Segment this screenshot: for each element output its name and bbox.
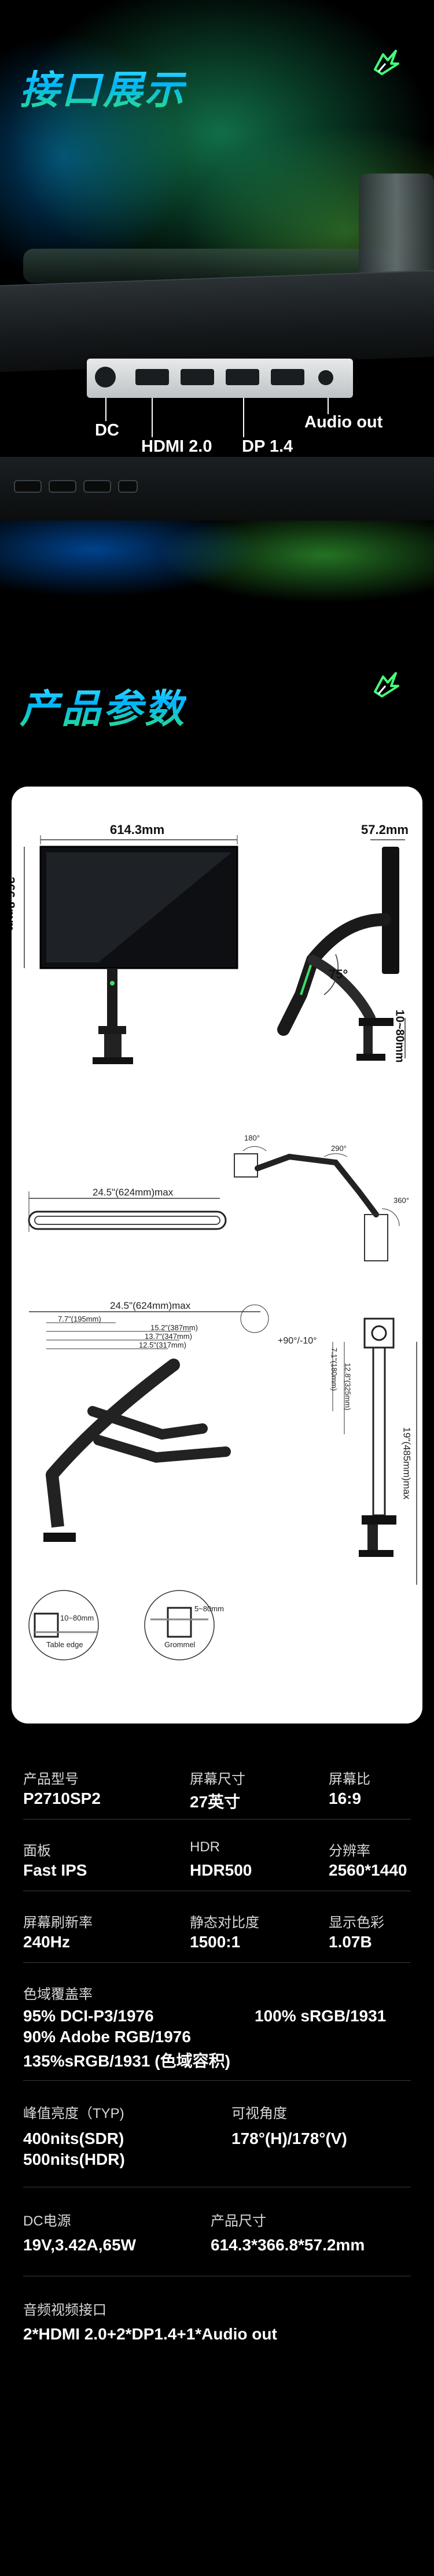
dp-callout bbox=[243, 398, 244, 437]
spec-row-2: 面板 Fast IPS HDR HDR500 分辨率 2560*1440 bbox=[23, 1828, 411, 1891]
hdmi-callout bbox=[152, 398, 153, 437]
spec-value-gamut-srgb: 100% sRGB/1931 bbox=[255, 2007, 387, 2025]
audio-callout bbox=[328, 398, 329, 414]
spec-row-gamut: 色域覆盖率 95% DCI-P3/1976 90% Adobe RGB/1976… bbox=[23, 1971, 411, 2081]
spec-label-size: 产品尺寸 bbox=[211, 2213, 266, 2229]
hdmi-port-2 bbox=[181, 369, 214, 385]
spec-value-io: 2*HDMI 2.0+2*DP1.4+1*Audio out bbox=[23, 2325, 277, 2343]
spec-value-brightness-hdr: 500nits(HDR) bbox=[23, 2150, 125, 2168]
spec-value-screen-size: 27英寸 bbox=[190, 1793, 241, 1811]
spec-row-brightness: 峰值亮度（TYP) 400nits(SDR) 500nits(HDR) 可视角度… bbox=[23, 2089, 411, 2187]
spec-label-contrast: 静态对比度 bbox=[190, 1915, 259, 1931]
monitor-button-3 bbox=[83, 480, 111, 493]
hdmi-label: HDMI 2.0 bbox=[141, 437, 212, 456]
height-128-label: 12.8"(325mm) bbox=[343, 1363, 352, 1411]
spec-value-power: 19V,3.42A,65W bbox=[23, 2236, 137, 2254]
tilt-angle-label: 75° bbox=[329, 967, 348, 981]
reach-mid-label: 24.5"(624mm)max bbox=[110, 1300, 191, 1311]
dp-port-1 bbox=[226, 369, 259, 385]
spec-label-panel: 面板 bbox=[23, 1843, 51, 1859]
spec-row-1: 产品型号 P2710SP2 屏幕尺寸 27英寸 屏幕比 16:9 bbox=[23, 1756, 411, 1820]
rotate-180-label: 180° bbox=[244, 1134, 260, 1142]
params-heading: 产品参数 bbox=[20, 677, 186, 734]
spec-value-gamut-adobe: 90% Adobe RGB/1976 bbox=[23, 2028, 191, 2046]
hdmi-port-1 bbox=[135, 369, 169, 385]
spec-label-screen-size: 屏幕尺寸 bbox=[190, 1772, 245, 1787]
spec-label-color: 显示色彩 bbox=[329, 1915, 384, 1931]
spec-value-gamut-volume: 135%sRGB/1931 (色域容积) bbox=[23, 2052, 230, 2070]
dc-label: DC bbox=[95, 421, 119, 440]
dp-port-2 bbox=[271, 369, 304, 385]
grommet-label: Grommel bbox=[164, 1640, 196, 1649]
spec-value-refresh: 240Hz bbox=[23, 1933, 70, 1951]
spec-label-gamut: 色域覆盖率 bbox=[23, 1987, 93, 2002]
port-panel bbox=[87, 359, 353, 398]
dim-137-label: 13.7"(347mm) bbox=[145, 1332, 192, 1341]
spec-value-aspect: 16:9 bbox=[329, 1789, 362, 1807]
brand-logo-icon bbox=[374, 672, 399, 697]
specs-table: 产品型号 P2710SP2 屏幕尺寸 27英寸 屏幕比 16:9 面板 Fast… bbox=[0, 1735, 434, 2576]
height-71-label: 7.1"(180mm) bbox=[329, 1348, 339, 1391]
monitor-body bbox=[0, 270, 434, 372]
dc-port bbox=[95, 367, 116, 387]
floor-glow bbox=[0, 521, 434, 648]
table-edge-range-label: 10~80mm bbox=[60, 1614, 94, 1622]
spec-value-color: 1.07B bbox=[329, 1933, 372, 1951]
dim-152-label: 15.2"(387mm) bbox=[150, 1323, 198, 1332]
spec-label-io: 音频视频接口 bbox=[23, 2302, 106, 2318]
spec-value-size: 614.3*366.8*57.2mm bbox=[211, 2236, 365, 2254]
dim-77-label: 7.7"(195mm) bbox=[58, 1315, 101, 1323]
spec-value-hdr: HDR500 bbox=[190, 1861, 252, 1879]
rotate-290-label: 290° bbox=[331, 1144, 347, 1153]
spec-label-brightness: 峰值亮度（TYP) bbox=[23, 2106, 124, 2121]
audio-port bbox=[318, 370, 333, 385]
spec-row-io: 音频视频接口 2*HDMI 2.0+2*DP1.4+1*Audio out bbox=[23, 2285, 411, 2365]
params-section: 产品参数 bbox=[0, 648, 434, 792]
spec-row-3: 屏幕刷新率 240Hz 静态对比度 1500:1 显示色彩 1.07B bbox=[23, 1899, 411, 1963]
dp-label: DP 1.4 bbox=[242, 437, 293, 456]
table-edge-label: Table edge bbox=[46, 1640, 83, 1649]
spec-label-resolution: 分辨率 bbox=[329, 1843, 370, 1859]
rotate-360-label: 360° bbox=[393, 1196, 409, 1205]
audio-label: Audio out bbox=[304, 413, 383, 431]
reach-top-label: 24.5"(624mm)max bbox=[93, 1187, 174, 1198]
spec-value-gamut-dci: 95% DCI-P3/1976 bbox=[23, 2007, 154, 2025]
monitor-button-4 bbox=[118, 480, 138, 493]
drawing-canvas bbox=[24, 835, 417, 1660]
spec-label-model: 产品型号 bbox=[23, 1772, 79, 1787]
clamp-range-label: 10~80mm bbox=[393, 1009, 406, 1063]
spec-value-brightness-sdr: 400nits(SDR) bbox=[23, 2130, 124, 2147]
spec-value-viewing: 178°(H)/178°(V) bbox=[231, 2130, 347, 2147]
ports-heading: 接口展示 bbox=[20, 58, 186, 115]
dimension-drawing: 614.3mm 366.8mm 57.2mm 75° 10~80mm 180° … bbox=[12, 787, 422, 1724]
spec-label-aspect: 屏幕比 bbox=[329, 1772, 370, 1787]
dim-125-label: 12.5"(317mm) bbox=[139, 1341, 186, 1349]
spec-label-hdr: HDR bbox=[190, 1839, 220, 1855]
monitor-button-2 bbox=[49, 480, 76, 493]
ports-section: 接口展示 DC HDMI 2.0 DP 1.4 Audio out bbox=[0, 0, 434, 648]
tilt-range-label: +90°/-10° bbox=[278, 1336, 317, 1346]
spec-value-contrast: 1500:1 bbox=[190, 1933, 241, 1951]
spec-value-panel: Fast IPS bbox=[23, 1861, 87, 1879]
side-depth-label: 57.2mm bbox=[361, 822, 409, 837]
spec-row-power: DC电源 19V,3.42A,65W 产品尺寸 614.3*366.8*57.2… bbox=[23, 2195, 411, 2276]
monitor-button-1 bbox=[14, 480, 42, 493]
spec-value-model: P2710SP2 bbox=[23, 1789, 101, 1807]
height-19-label: 19"(485mm)max bbox=[401, 1427, 413, 1500]
spec-label-power: DC电源 bbox=[23, 2213, 71, 2229]
spec-value-resolution: 2560*1440 bbox=[329, 1861, 407, 1879]
grommet-range-label: 5~80mm bbox=[194, 1604, 224, 1613]
front-width-label: 614.3mm bbox=[110, 822, 165, 837]
spec-label-refresh: 屏幕刷新率 bbox=[23, 1915, 93, 1931]
front-height-label: 366.8mm bbox=[12, 876, 18, 932]
spec-label-viewing: 可视角度 bbox=[231, 2106, 287, 2121]
brand-logo-icon bbox=[374, 50, 399, 75]
dc-callout bbox=[105, 398, 106, 421]
